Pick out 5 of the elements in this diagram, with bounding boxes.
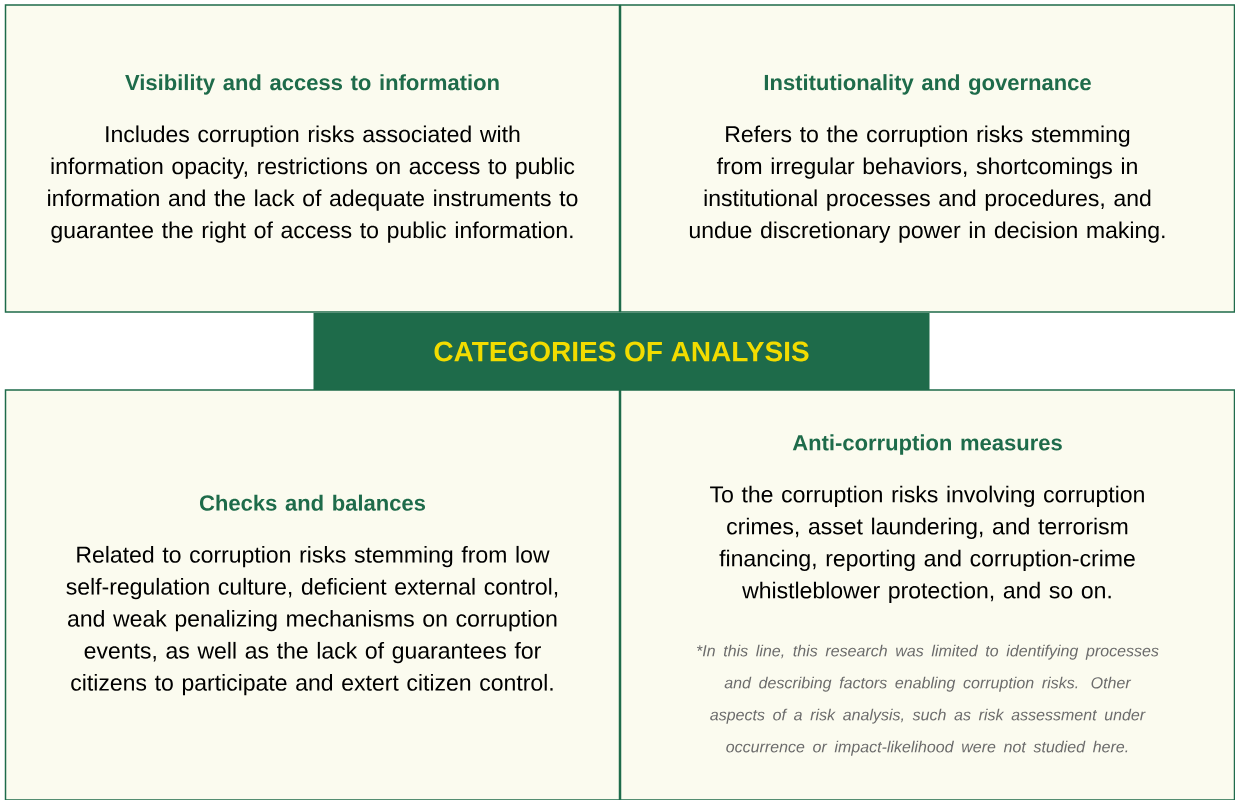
category-box: Visibility and access to information Includes corruption risks associated with information opacity, restrictions on access to public information and the lack of adequate instruments to guarantee the right of access to public information.	[4, 4, 621, 313]
category-box: Checks and balances Related to corruption risks stemming from low self-regulation culture, deficient external control, and weak penalizing mechanisms on corruption events, as well as the lack of guarantees for citizens to participate and extert citizen control.	[4, 389, 621, 800]
category-box: Institutionality and governance Refers to the corruption risks stemming from irregular behaviors, shortcomings in institutional processes and procedures, and undue discretionary power in decision making.	[619, 4, 1235, 313]
category-box: Anti-corruption measures To the corruption risks involving corruption crimes, asset laundering, and terrorism financing, reporting and corruption-crime whistleblower protection, and so on. *In this line, this research was limited to identifying processes and describing factors enabling corruption risks. Other aspects of a risk analysis, such as risk assessment under occurrence or impact-likelihood were not studied here.	[619, 389, 1235, 800]
title-banner: CATEGORIES OF ANALYSIS	[313, 313, 930, 390]
